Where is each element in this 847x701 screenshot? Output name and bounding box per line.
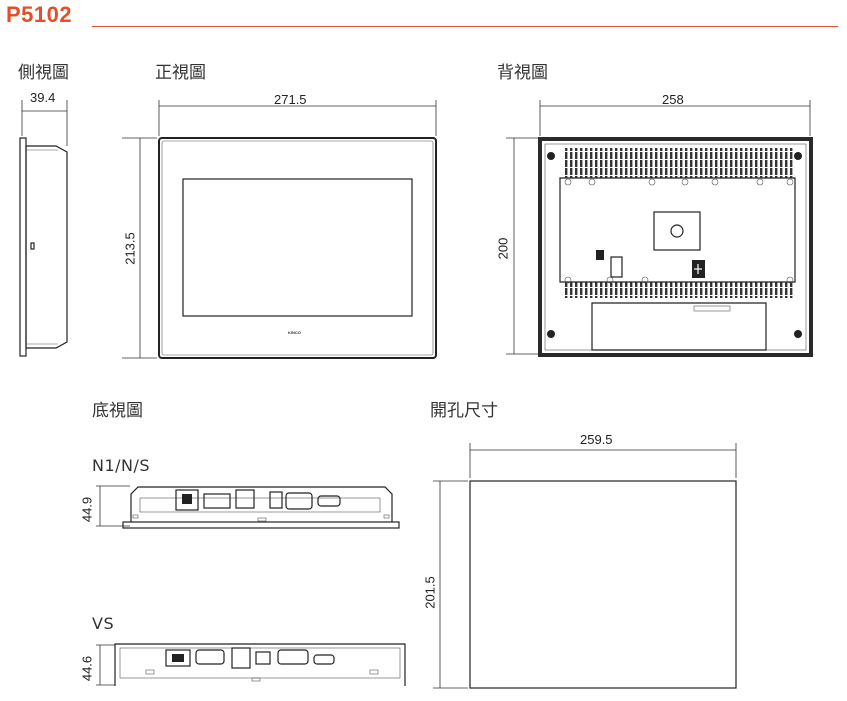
bottom-view-vs-drawing — [96, 643, 406, 686]
cutout-view-label: 開孔尺寸 — [430, 401, 498, 421]
bottom-n1-label: N1/N/S — [92, 456, 151, 475]
side-view-label: 側視圖 — [18, 63, 69, 83]
back-width-dim: 258 — [662, 92, 684, 107]
front-width-dim: 271.5 — [274, 92, 307, 107]
front-view-drawing — [122, 100, 437, 359]
back-view-label: 背視圖 — [497, 63, 548, 83]
cutout-width-dim: 259.5 — [580, 432, 613, 447]
bottom-view-label: 底視圖 — [92, 401, 143, 421]
bottom-view-n1-drawing — [96, 485, 400, 529]
vent-slots-top — [565, 148, 795, 178]
vent-slots-bottom — [565, 282, 795, 298]
brand-logo: KINCO — [288, 330, 301, 335]
front-view-label: 正視圖 — [155, 63, 206, 83]
side-depth-dim: 39.4 — [30, 90, 56, 105]
back-view-drawing — [506, 100, 813, 357]
title-rule — [92, 26, 838, 27]
side-view-drawing — [19, 100, 68, 357]
model-title: P5102 — [6, 2, 73, 27]
bottom-vs-label: VS — [92, 614, 115, 633]
cutout-drawing — [433, 443, 737, 689]
